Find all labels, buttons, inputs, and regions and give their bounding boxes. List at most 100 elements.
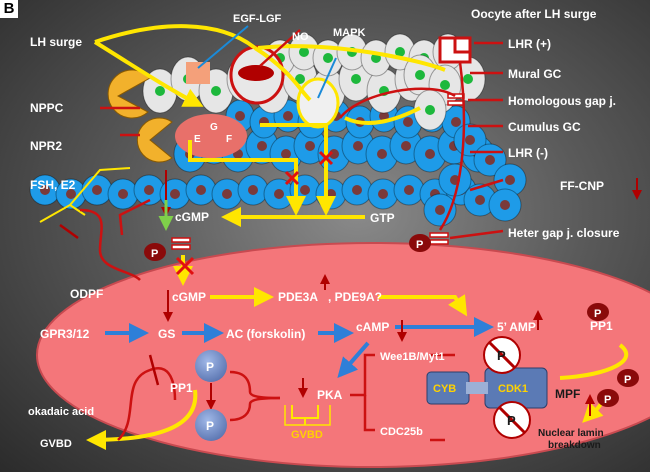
mural-cell-nucleus — [211, 86, 221, 96]
pointer-lines — [197, 25, 337, 99]
label-cgmp-in: cGMP — [172, 290, 206, 304]
cumulus-cell-nucleus — [222, 189, 232, 199]
label-cdc25b: CDC25b — [380, 426, 423, 438]
cumulus-cell-nucleus — [329, 149, 339, 159]
cumulus-cell-nucleus — [500, 200, 510, 210]
egf-letter-f: F — [226, 134, 232, 145]
egf-letter-g: G — [210, 122, 218, 133]
label-fsh-e2: FSH, E2 — [30, 178, 76, 192]
label-okadaic-acid: okadaic acid — [28, 406, 94, 418]
label-nppc: NPPC — [30, 101, 64, 115]
mural-cell-nucleus — [155, 86, 165, 96]
cumulus-cell-nucleus — [248, 185, 258, 195]
label-nuclear-2: breakdown — [548, 440, 601, 451]
cumulus-cell-nucleus — [404, 185, 414, 195]
no-source — [238, 65, 274, 81]
label-cdk1: CDK1 — [498, 383, 528, 395]
mural-cell-nucleus — [299, 47, 309, 57]
cumulus-cell-nucleus — [235, 111, 245, 121]
label-heter-gap: Heter gap j. closure — [508, 226, 620, 240]
cumulus-cell-nucleus — [353, 141, 363, 151]
mapk-cell — [296, 77, 340, 129]
label-gvbd-left: GVBD — [40, 438, 72, 450]
label-nuclear-1: Nuclear lamin — [538, 428, 604, 439]
label-pde3a: PDE3A — [278, 290, 318, 304]
cumulus-cell-nucleus — [505, 175, 515, 185]
label-lhr-neg: LHR (-) — [508, 146, 548, 160]
cumulus-cell-nucleus — [170, 189, 180, 199]
cumulus-cell-nucleus — [475, 195, 485, 205]
cumulus-cell-nucleus — [40, 185, 50, 195]
phospho-badges — [144, 234, 639, 407]
cumulus-cell-nucleus — [451, 117, 461, 127]
cumulus-cell-nucleus — [465, 135, 475, 145]
pka-bracket — [284, 405, 331, 426]
label-no: NO — [292, 31, 309, 43]
mural-cell-nucleus — [323, 53, 333, 63]
egf-letter-e: E — [194, 134, 201, 145]
mural-cell-nucleus — [395, 47, 405, 57]
npr2-shape — [136, 117, 173, 163]
label-amp: 5’ AMP — [497, 320, 536, 334]
cumulus-cell-nucleus — [377, 149, 387, 159]
label-lh-surge: LH surge — [30, 35, 82, 49]
label-npr2: NPR2 — [30, 139, 62, 153]
no-phospho-label-bottom: P — [507, 413, 516, 428]
cumulus-cell-nucleus — [379, 111, 389, 121]
cumulus-cell-nucleus — [352, 185, 362, 195]
label-pp1-right: PP1 — [590, 319, 613, 333]
cumulus-cell-nucleus — [118, 189, 128, 199]
cumulus-cell-nucleus — [300, 185, 310, 195]
cumulus-cell-nucleus — [257, 141, 267, 151]
inhibition-bars — [59, 223, 160, 386]
p-badge-2: P — [416, 239, 423, 251]
p-badge-4: P — [624, 374, 631, 386]
block-x-marks — [175, 150, 334, 276]
cumulus-cell-nucleus — [144, 185, 154, 195]
cumulus-cell-nucleus — [378, 189, 388, 199]
cumulus-cell-nucleus — [485, 155, 495, 165]
stimulatory-pathways — [86, 24, 629, 450]
mural-cell-nucleus — [295, 74, 305, 84]
camp-pathway — [105, 317, 494, 379]
label-homologous-gap: Homologous gap j. — [508, 94, 616, 108]
label-ac: AC (forskolin) — [226, 327, 305, 341]
label-mpf: MPF — [555, 387, 580, 401]
label-gpr: GPR3/12 — [40, 327, 90, 341]
red-connections — [79, 29, 504, 442]
label-cumulus-gc: Cumulus GC — [508, 120, 581, 134]
fsh-e2-lines — [39, 167, 131, 223]
no-phospho-label-top: P — [497, 348, 506, 363]
label-gvbd-center: GVBD — [291, 429, 323, 441]
label-mural-gc: Mural GC — [508, 67, 562, 81]
label-lhr-pos: LHR (+) — [508, 37, 551, 51]
phospho-ball-top — [195, 350, 227, 382]
no-phospho-icon-top — [483, 336, 521, 374]
label-camp: cAMP — [356, 320, 389, 334]
mural-cell-nucleus — [415, 70, 425, 80]
cumulus-cell-nucleus — [281, 149, 291, 159]
label-cyb: CYB — [433, 383, 456, 395]
mural-cell-nucleus — [463, 74, 473, 84]
mural-cell-nucleus — [351, 74, 361, 84]
label-gs: GS — [158, 327, 175, 341]
label-pp1-left: PP1 — [170, 381, 193, 395]
cumulus-cell-nucleus — [425, 149, 435, 159]
cumulus-cell-nucleus — [196, 185, 206, 195]
cumulus-cell-nucleus — [401, 141, 411, 151]
mural-cell-nucleus — [425, 105, 435, 115]
mural-cell-nucleus — [440, 80, 450, 90]
label-egf-lgf: EGF-LGF — [233, 13, 282, 25]
cumulus-cell-nucleus — [66, 189, 76, 199]
label-cgmp-top: cGMP — [175, 210, 209, 224]
phospho-ball-bottom — [195, 409, 227, 441]
cumulus-cell-nucleus — [305, 141, 315, 151]
cumulus-cell-nucleus — [403, 117, 413, 127]
cdk1-bar — [466, 382, 488, 394]
egf-receptor — [186, 62, 210, 84]
label-pka: PKA — [317, 388, 343, 402]
p-badge-1: P — [151, 248, 158, 260]
label-odpf: ODPF — [70, 287, 103, 301]
p-badge-3: P — [594, 308, 601, 320]
label-pde9a: , PDE9A? — [328, 290, 382, 304]
